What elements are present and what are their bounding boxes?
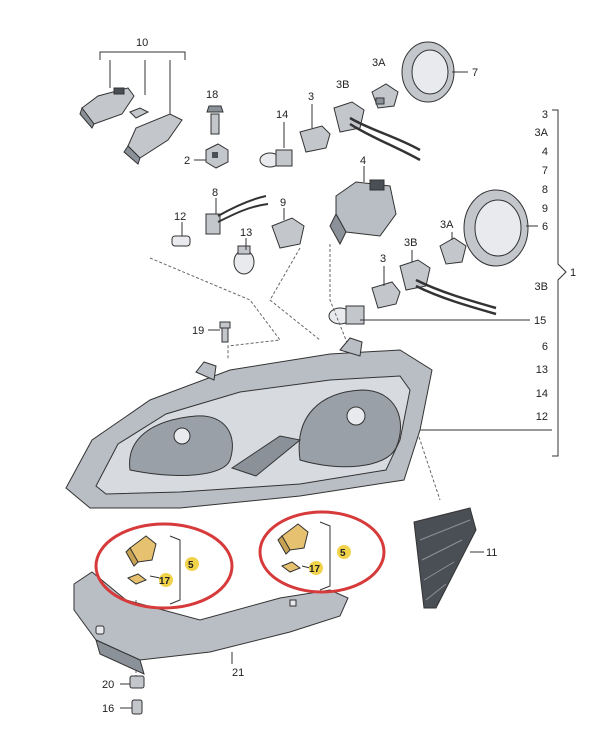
label-11: 11 — [486, 547, 497, 559]
part-2-nut — [194, 143, 229, 169]
label-3-top: 3 — [308, 91, 314, 103]
right-brace — [552, 109, 567, 457]
part-21-bracket — [73, 571, 349, 675]
part-6-ring — [463, 189, 538, 267]
bracket-list-item: 7 — [542, 165, 548, 177]
label-17-right: 17 — [309, 564, 321, 575]
part-10-connectors — [79, 51, 186, 165]
part-5-clip-right — [277, 521, 331, 591]
label-9: 9 — [280, 197, 286, 209]
label-19: 19 — [192, 325, 204, 337]
label-13: 13 — [240, 227, 252, 239]
label-8: 8 — [212, 187, 218, 199]
label-7: 7 — [472, 67, 478, 79]
label-1: 1 — [570, 267, 576, 279]
part-19-screw — [208, 321, 231, 343]
highlight-dot-17-left — [159, 573, 173, 587]
part-14-bulb-top — [259, 122, 293, 168]
highlight-dot-5-left — [185, 557, 199, 571]
label-10: 10 — [136, 37, 148, 49]
part-4-motor — [329, 166, 397, 246]
label-5-left: 5 — [188, 560, 194, 571]
part-16-bolt — [120, 699, 143, 715]
label-17-left: 17 — [159, 576, 171, 587]
highlight-circle-right — [258, 510, 386, 594]
label-20: 20 — [102, 679, 114, 691]
bracket-list-item: 13 — [536, 364, 548, 376]
bracket-list-item: 8 — [542, 184, 548, 196]
label-16: 16 — [102, 703, 114, 715]
label-21: 21 — [232, 667, 244, 679]
part-12-small-bulb — [171, 222, 191, 247]
part-18-screw — [206, 105, 224, 135]
bracket-list-item: 14 — [536, 388, 548, 400]
part-3-holder-mid — [371, 266, 401, 309]
bracket-list-item: 3A — [535, 127, 549, 139]
bracket-list-item: 3B — [535, 281, 548, 293]
part-8-bulb-holder — [205, 195, 269, 235]
part-3a-cap-mid — [439, 232, 467, 265]
part-7-ring — [401, 41, 468, 103]
label-4: 4 — [360, 155, 366, 167]
label-14: 14 — [276, 109, 288, 121]
highlight-dot-5-right — [337, 545, 351, 559]
bracket-list-item: 3 — [542, 109, 548, 121]
part-13-bulb — [233, 238, 255, 275]
bracket-list-item: 12 — [536, 411, 548, 423]
label-6-mid: 6 — [542, 221, 548, 233]
part-3b-socket-mid — [399, 250, 497, 316]
bracket-list-item: 6 — [542, 341, 548, 353]
label-12: 12 — [174, 211, 186, 223]
part-20-bolt — [120, 675, 145, 689]
label-3a-mid: 3A — [440, 219, 454, 231]
part-11-cover — [413, 507, 484, 609]
label-3a-top: 3A — [372, 57, 386, 69]
part-3-holder-top — [299, 104, 331, 153]
highlight-dot-17-right — [309, 561, 323, 575]
highlight-circle-left — [94, 522, 234, 610]
part-3b-socket-top — [333, 101, 421, 162]
bracket-list-item: 4 — [542, 146, 548, 158]
label-3b-top: 3B — [336, 79, 349, 91]
label-2: 2 — [184, 155, 190, 167]
bracket-list: 3 3A 4 7 8 9 3B 6 13 14 12 — [535, 109, 549, 423]
headlight-housing — [65, 337, 552, 509]
part-15-bulb — [328, 305, 530, 325]
label-3-mid: 3 — [380, 253, 386, 265]
label-15: 15 — [534, 315, 546, 327]
part-5-clip-left — [125, 535, 181, 605]
label-18: 18 — [206, 89, 218, 101]
part-9-socket — [271, 208, 305, 249]
part-3a-cap-top — [371, 83, 399, 109]
bracket-list-item: 9 — [542, 203, 548, 215]
label-5-right: 5 — [340, 548, 346, 559]
label-3b-mid: 3B — [404, 237, 417, 249]
